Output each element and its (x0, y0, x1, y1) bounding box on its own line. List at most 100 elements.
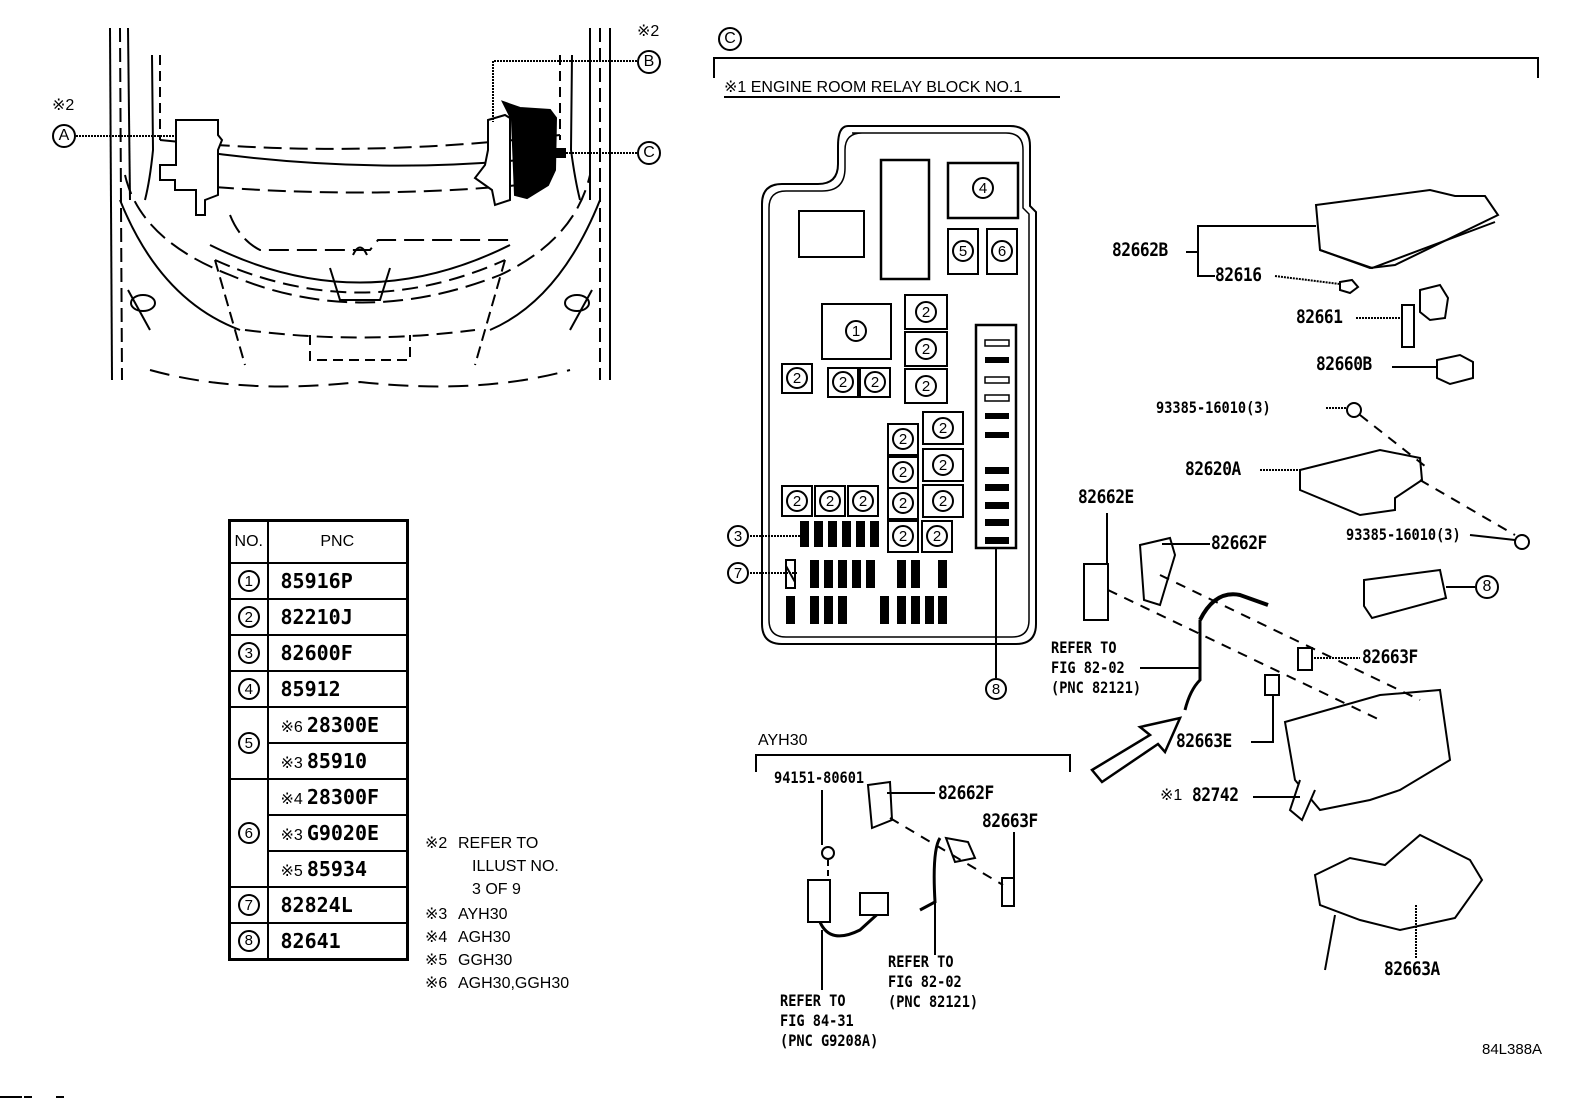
row-number: 7 (237, 894, 260, 916)
component-a-shape (159, 119, 224, 216)
pnc-value[interactable]: 82641 (266, 922, 409, 960)
callout-c[interactable]: C (637, 141, 661, 165)
part-82660b[interactable]: 82660B (1316, 353, 1372, 375)
fuse-strip-bars (984, 339, 1010, 544)
layout-callout-2[interactable]: 2 (892, 461, 914, 483)
layout-callout-2[interactable]: 2 (832, 371, 854, 393)
layout-callout-2[interactable]: 2 (819, 490, 841, 512)
part-82662f[interactable]: 82662F (1211, 532, 1267, 554)
part-82662b[interactable]: 82662B (1112, 239, 1168, 261)
table-row: 3 82600F (228, 634, 409, 672)
refer-line: FIG 84-31 (780, 1011, 854, 1030)
layout-callout-2[interactable]: 2 (786, 367, 808, 389)
footnote-mark: ※3 (425, 906, 448, 923)
relay-block-highlight (500, 100, 558, 200)
part-93385-top[interactable]: 93385-16010(3) (1156, 398, 1271, 417)
part-94151-80601[interactable]: 94151-80601 (774, 768, 865, 787)
layout-callout-2[interactable]: 2 (892, 428, 914, 450)
row-number: 8 (237, 929, 260, 952)
variant-mark: ※4 (280, 791, 303, 808)
edge-mark (24, 1096, 32, 1098)
fuse-rows-bottom (785, 559, 947, 624)
refer-line: (PNC G9208A) (780, 1031, 879, 1050)
callout-b[interactable]: B (637, 50, 661, 74)
ayh30-part-82662f[interactable]: 82662F (938, 782, 994, 804)
layout-callout-2[interactable]: 2 (852, 490, 874, 512)
part-callout-8[interactable]: 8 (1475, 575, 1499, 599)
table-row: 2 82210J (228, 598, 409, 636)
footnote-mark: ※4 (425, 929, 448, 946)
edge-mark (56, 1096, 64, 1098)
pnc-value[interactable]: 85912 (266, 670, 409, 708)
pnc-value[interactable]: 82824L (266, 886, 409, 924)
layout-callout-4[interactable]: 4 (972, 177, 994, 199)
pnc-value[interactable]: 28300F (306, 785, 380, 809)
layout-callout-7[interactable]: 7 (727, 562, 749, 584)
ayh30-part-82663f[interactable]: 82663F (982, 810, 1038, 832)
layout-callout-6[interactable]: 6 (991, 240, 1013, 262)
refer-line: REFER TO (888, 952, 954, 971)
layout-callout-3[interactable]: 3 (727, 525, 749, 547)
pnc-value[interactable]: 85910 (306, 749, 368, 773)
layout-callout-2[interactable]: 2 (915, 338, 937, 360)
note-a: ※2 (52, 97, 75, 114)
layout-callout-8[interactable]: 8 (985, 678, 1007, 700)
table-header-row: NO. PNC (228, 519, 409, 564)
direction-arrow (1090, 716, 1183, 784)
layout-callout-2[interactable]: 2 (915, 301, 937, 323)
refer-line: (PNC 82121) (888, 992, 979, 1011)
part-82742-mark: ※1 (1160, 787, 1183, 804)
left-fender-line (109, 27, 113, 381)
layout-callout-2[interactable]: 2 (786, 490, 808, 512)
pnc-table: NO. PNC 1 85916P 2 82210J 3 82600F 4 859… (228, 519, 409, 961)
row-number: 1 (237, 570, 260, 592)
layout-callout-2[interactable]: 2 (892, 492, 914, 514)
variant-mark: ※3 (280, 755, 303, 772)
pnc-value[interactable]: G9020E (306, 821, 380, 845)
part-93385-bottom[interactable]: 93385-16010(3) (1346, 525, 1461, 544)
note-b: ※2 (637, 23, 660, 40)
pnc-value[interactable]: 85934 (306, 857, 368, 881)
pnc-value[interactable]: 85916P (266, 562, 409, 600)
footnote-text: AGH30 (458, 929, 511, 946)
part-82663f[interactable]: 82663F (1362, 646, 1418, 668)
callout-a[interactable]: A (52, 124, 76, 148)
part-82620a[interactable]: 82620A (1185, 458, 1241, 480)
table-row: 1 85916P (228, 562, 409, 600)
layout-callout-2[interactable]: 2 (926, 525, 948, 547)
cover-82662b (1314, 188, 1500, 270)
part-82663e[interactable]: 82663E (1176, 730, 1232, 752)
detail-c-title: ※1 ENGINE ROOM RELAY BLOCK NO.1 (724, 79, 1023, 96)
layout-callout-1[interactable]: 1 (845, 320, 867, 342)
layout-callout-2[interactable]: 2 (932, 490, 954, 512)
layout-callout-2[interactable]: 2 (932, 454, 954, 476)
part-82662e[interactable]: 82662E (1078, 486, 1134, 508)
layout-callout-2[interactable]: 2 (864, 371, 886, 393)
part-82661[interactable]: 82661 (1296, 306, 1343, 328)
layout-callout-2[interactable]: 2 (932, 417, 954, 439)
footnote-mark: ※6 (425, 975, 448, 992)
layout-callout-5[interactable]: 5 (952, 240, 974, 262)
layout-callout-2[interactable]: 2 (915, 375, 937, 397)
part-82663a[interactable]: 82663A (1384, 958, 1440, 980)
part-82742[interactable]: 82742 (1192, 784, 1239, 806)
footnote-text: AYH30 (458, 906, 508, 923)
refer-line: REFER TO (780, 991, 846, 1010)
pnc-value[interactable]: 82600F (266, 634, 409, 672)
refer-line: FIG 82-02 (888, 972, 962, 991)
refer-line: REFER TO (1051, 638, 1117, 657)
pnc-value[interactable]: 28300E (306, 713, 380, 737)
pnc-value[interactable]: 82210J (266, 598, 409, 636)
layout-callout-2[interactable]: 2 (892, 525, 914, 547)
part-82616[interactable]: 82616 (1215, 264, 1262, 286)
variant-mark: ※3 (280, 827, 303, 844)
